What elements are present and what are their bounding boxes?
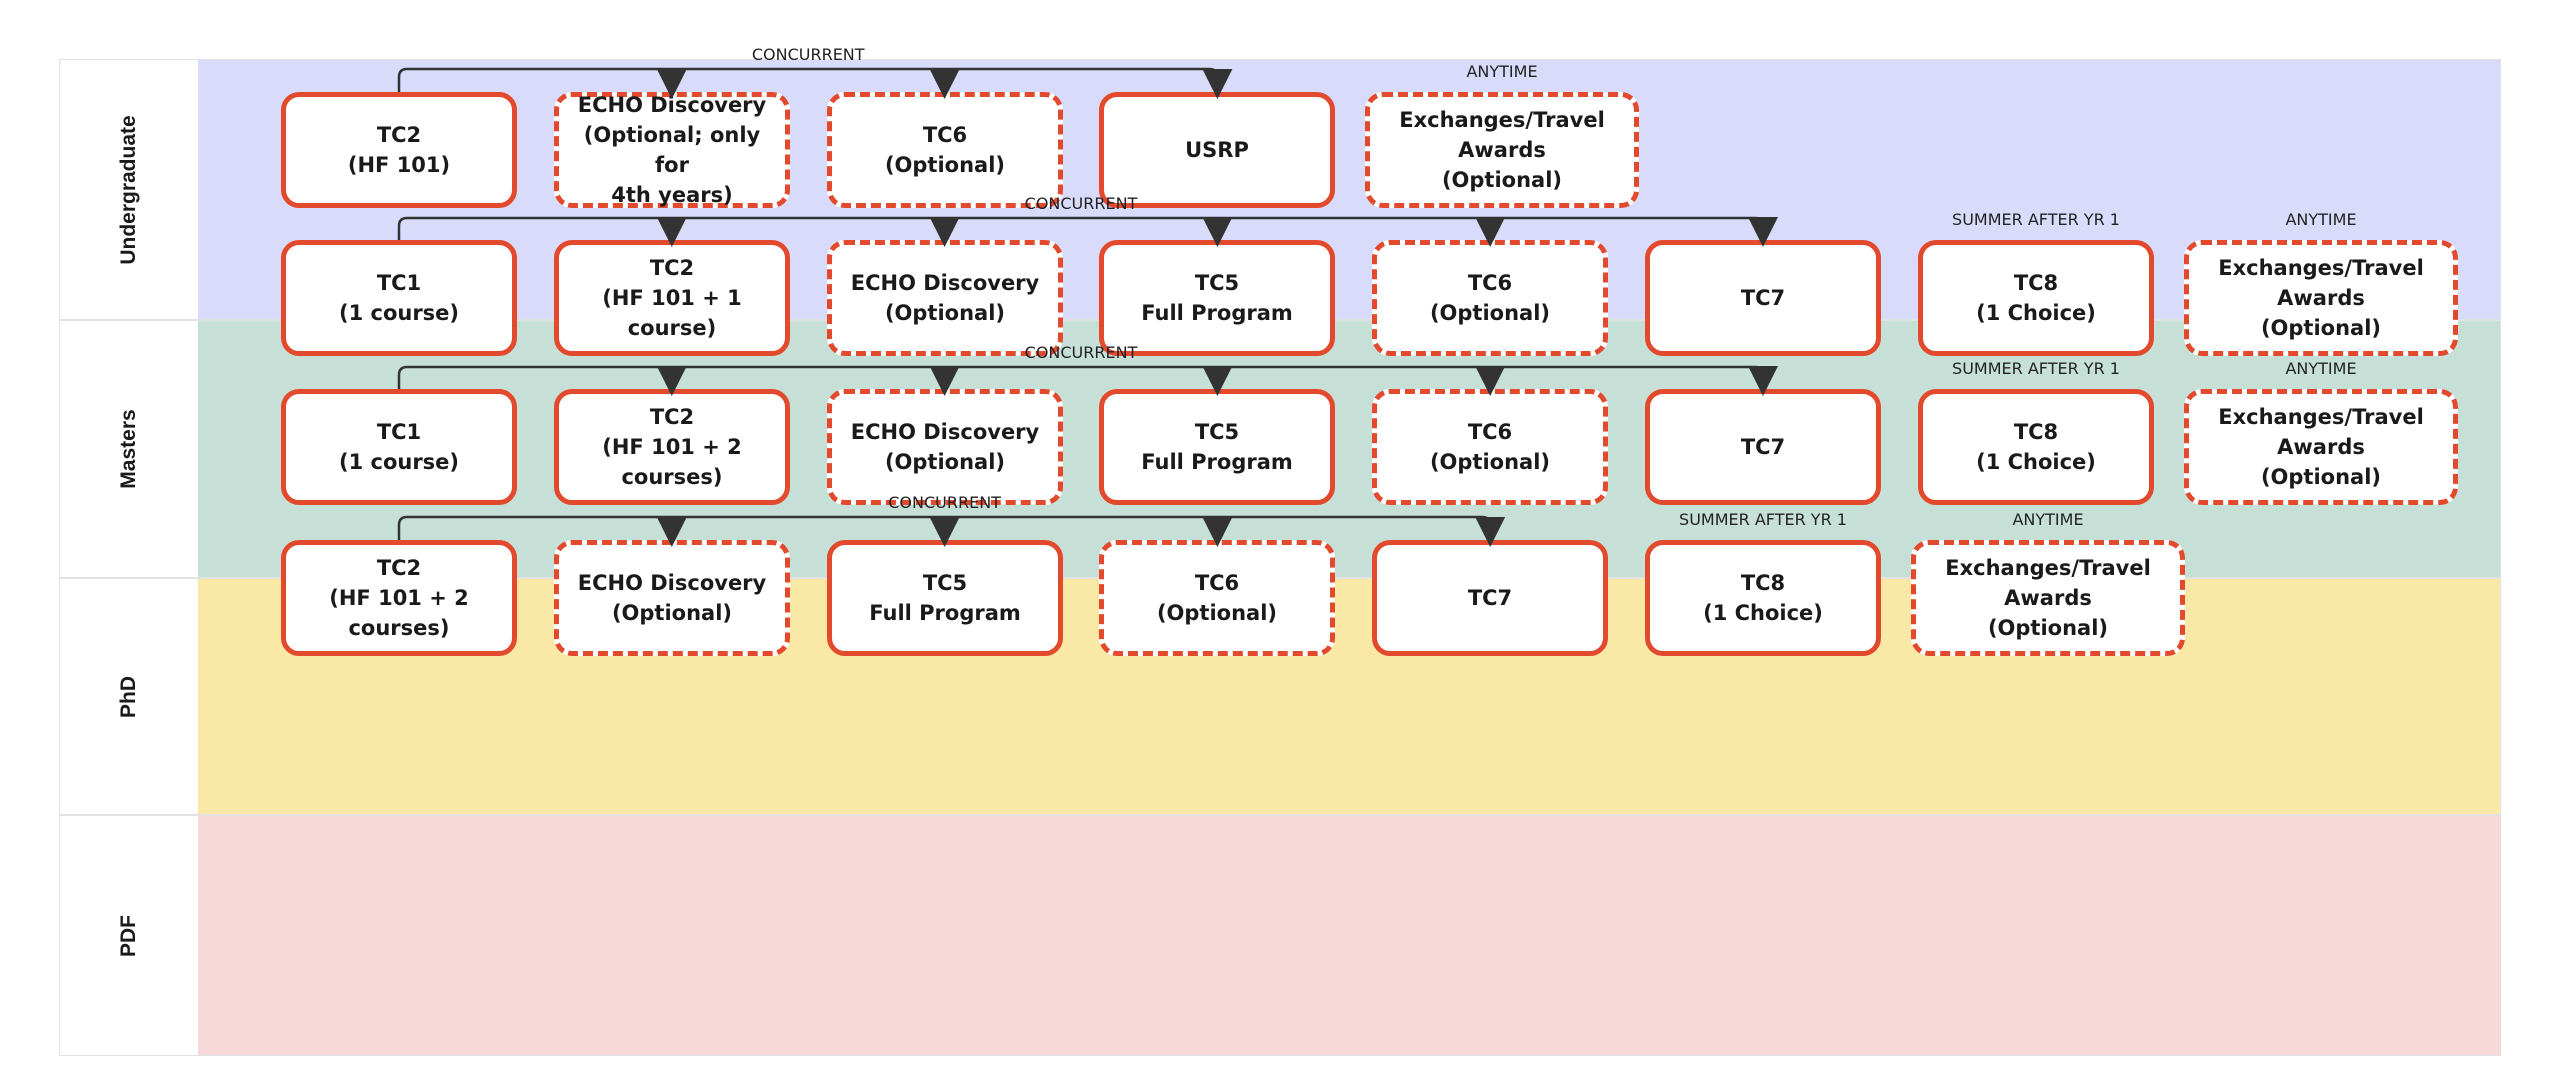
node-tc5: TC5 Full Program xyxy=(1099,240,1335,356)
node-tc7: TC7 xyxy=(1372,540,1608,656)
node-tc7: TC7 xyxy=(1645,389,1881,505)
node-tc5: TC5 Full Program xyxy=(1099,389,1335,505)
node-tc2: TC2 (HF 101 + 1 course) xyxy=(554,240,790,356)
node-exchanges-travel: Exchanges/Travel Awards (Optional) xyxy=(2184,389,2458,505)
node-tc1: TC1 (1 course) xyxy=(281,240,517,356)
lane-label-cell: PhD xyxy=(60,579,199,814)
node-exchanges-travel: Exchanges/Travel Awards (Optional) xyxy=(2184,240,2458,356)
node-caption: SUMMER AFTER YR 1 xyxy=(1952,359,2120,378)
lane-label: PDF xyxy=(117,914,140,957)
node-tc6: TC6 (Optional) xyxy=(1372,240,1608,356)
node-tc6: TC6 (Optional) xyxy=(1099,540,1335,656)
lane-body xyxy=(198,816,2500,1055)
node-tc2: TC2 (HF 101 + 2 courses) xyxy=(281,540,517,656)
node-caption: ANYTIME xyxy=(2012,510,2084,529)
lane-body xyxy=(198,321,2500,577)
node-echo-discovery: ECHO Discovery (Optional) xyxy=(554,540,790,656)
node-echo-discovery: ECHO Discovery (Optional; only for 4th y… xyxy=(554,92,790,208)
lane-label: Masters xyxy=(117,409,140,489)
node-caption: ANYTIME xyxy=(1466,62,1538,81)
concurrent-label: CONCURRENT xyxy=(1024,343,1138,362)
node-tc2: TC2 (HF 101 + 2 courses) xyxy=(554,389,790,505)
lane-label: PhD xyxy=(117,675,140,718)
node-exchanges-travel: Exchanges/Travel Awards (Optional) xyxy=(1911,540,2185,656)
node-tc8: TC8 (1 Choice) xyxy=(1918,240,2154,356)
concurrent-label: CONCURRENT xyxy=(1024,194,1138,213)
node-tc6: TC6 (Optional) xyxy=(827,92,1063,208)
concurrent-label: CONCURRENT xyxy=(888,493,1001,512)
concurrent-label: CONCURRENT xyxy=(751,45,865,64)
node-tc2: TC2 (HF 101) xyxy=(281,92,517,208)
lane-body xyxy=(198,60,2500,319)
node-caption: SUMMER AFTER YR 1 xyxy=(1679,510,1847,529)
node-caption: SUMMER AFTER YR 1 xyxy=(1952,210,2120,229)
lane-label: Undergraduate xyxy=(117,114,140,265)
node-tc5: TC5 Full Program xyxy=(827,540,1063,656)
node-exchanges-travel: Exchanges/Travel Awards (Optional) xyxy=(1365,92,1639,208)
lane-label-cell: Masters xyxy=(60,321,199,577)
node-tc6: TC6 (Optional) xyxy=(1372,389,1608,505)
lane-label-cell: PDF xyxy=(60,816,199,1055)
node-caption: ANYTIME xyxy=(2285,210,2357,229)
node-echo-discovery: ECHO Discovery (Optional) xyxy=(827,389,1063,505)
node-tc8: TC8 (1 Choice) xyxy=(1645,540,1881,656)
node-caption: ANYTIME xyxy=(2285,359,2357,378)
node-echo-discovery: ECHO Discovery (Optional) xyxy=(827,240,1063,356)
node-tc8: TC8 (1 Choice) xyxy=(1918,389,2154,505)
lane-label-cell: Undergraduate xyxy=(60,60,199,319)
lane-pdf: PDF xyxy=(59,815,2501,1056)
node-usrp: USRP xyxy=(1099,92,1335,208)
node-tc1: TC1 (1 course) xyxy=(281,389,517,505)
node-tc7: TC7 xyxy=(1645,240,1881,356)
